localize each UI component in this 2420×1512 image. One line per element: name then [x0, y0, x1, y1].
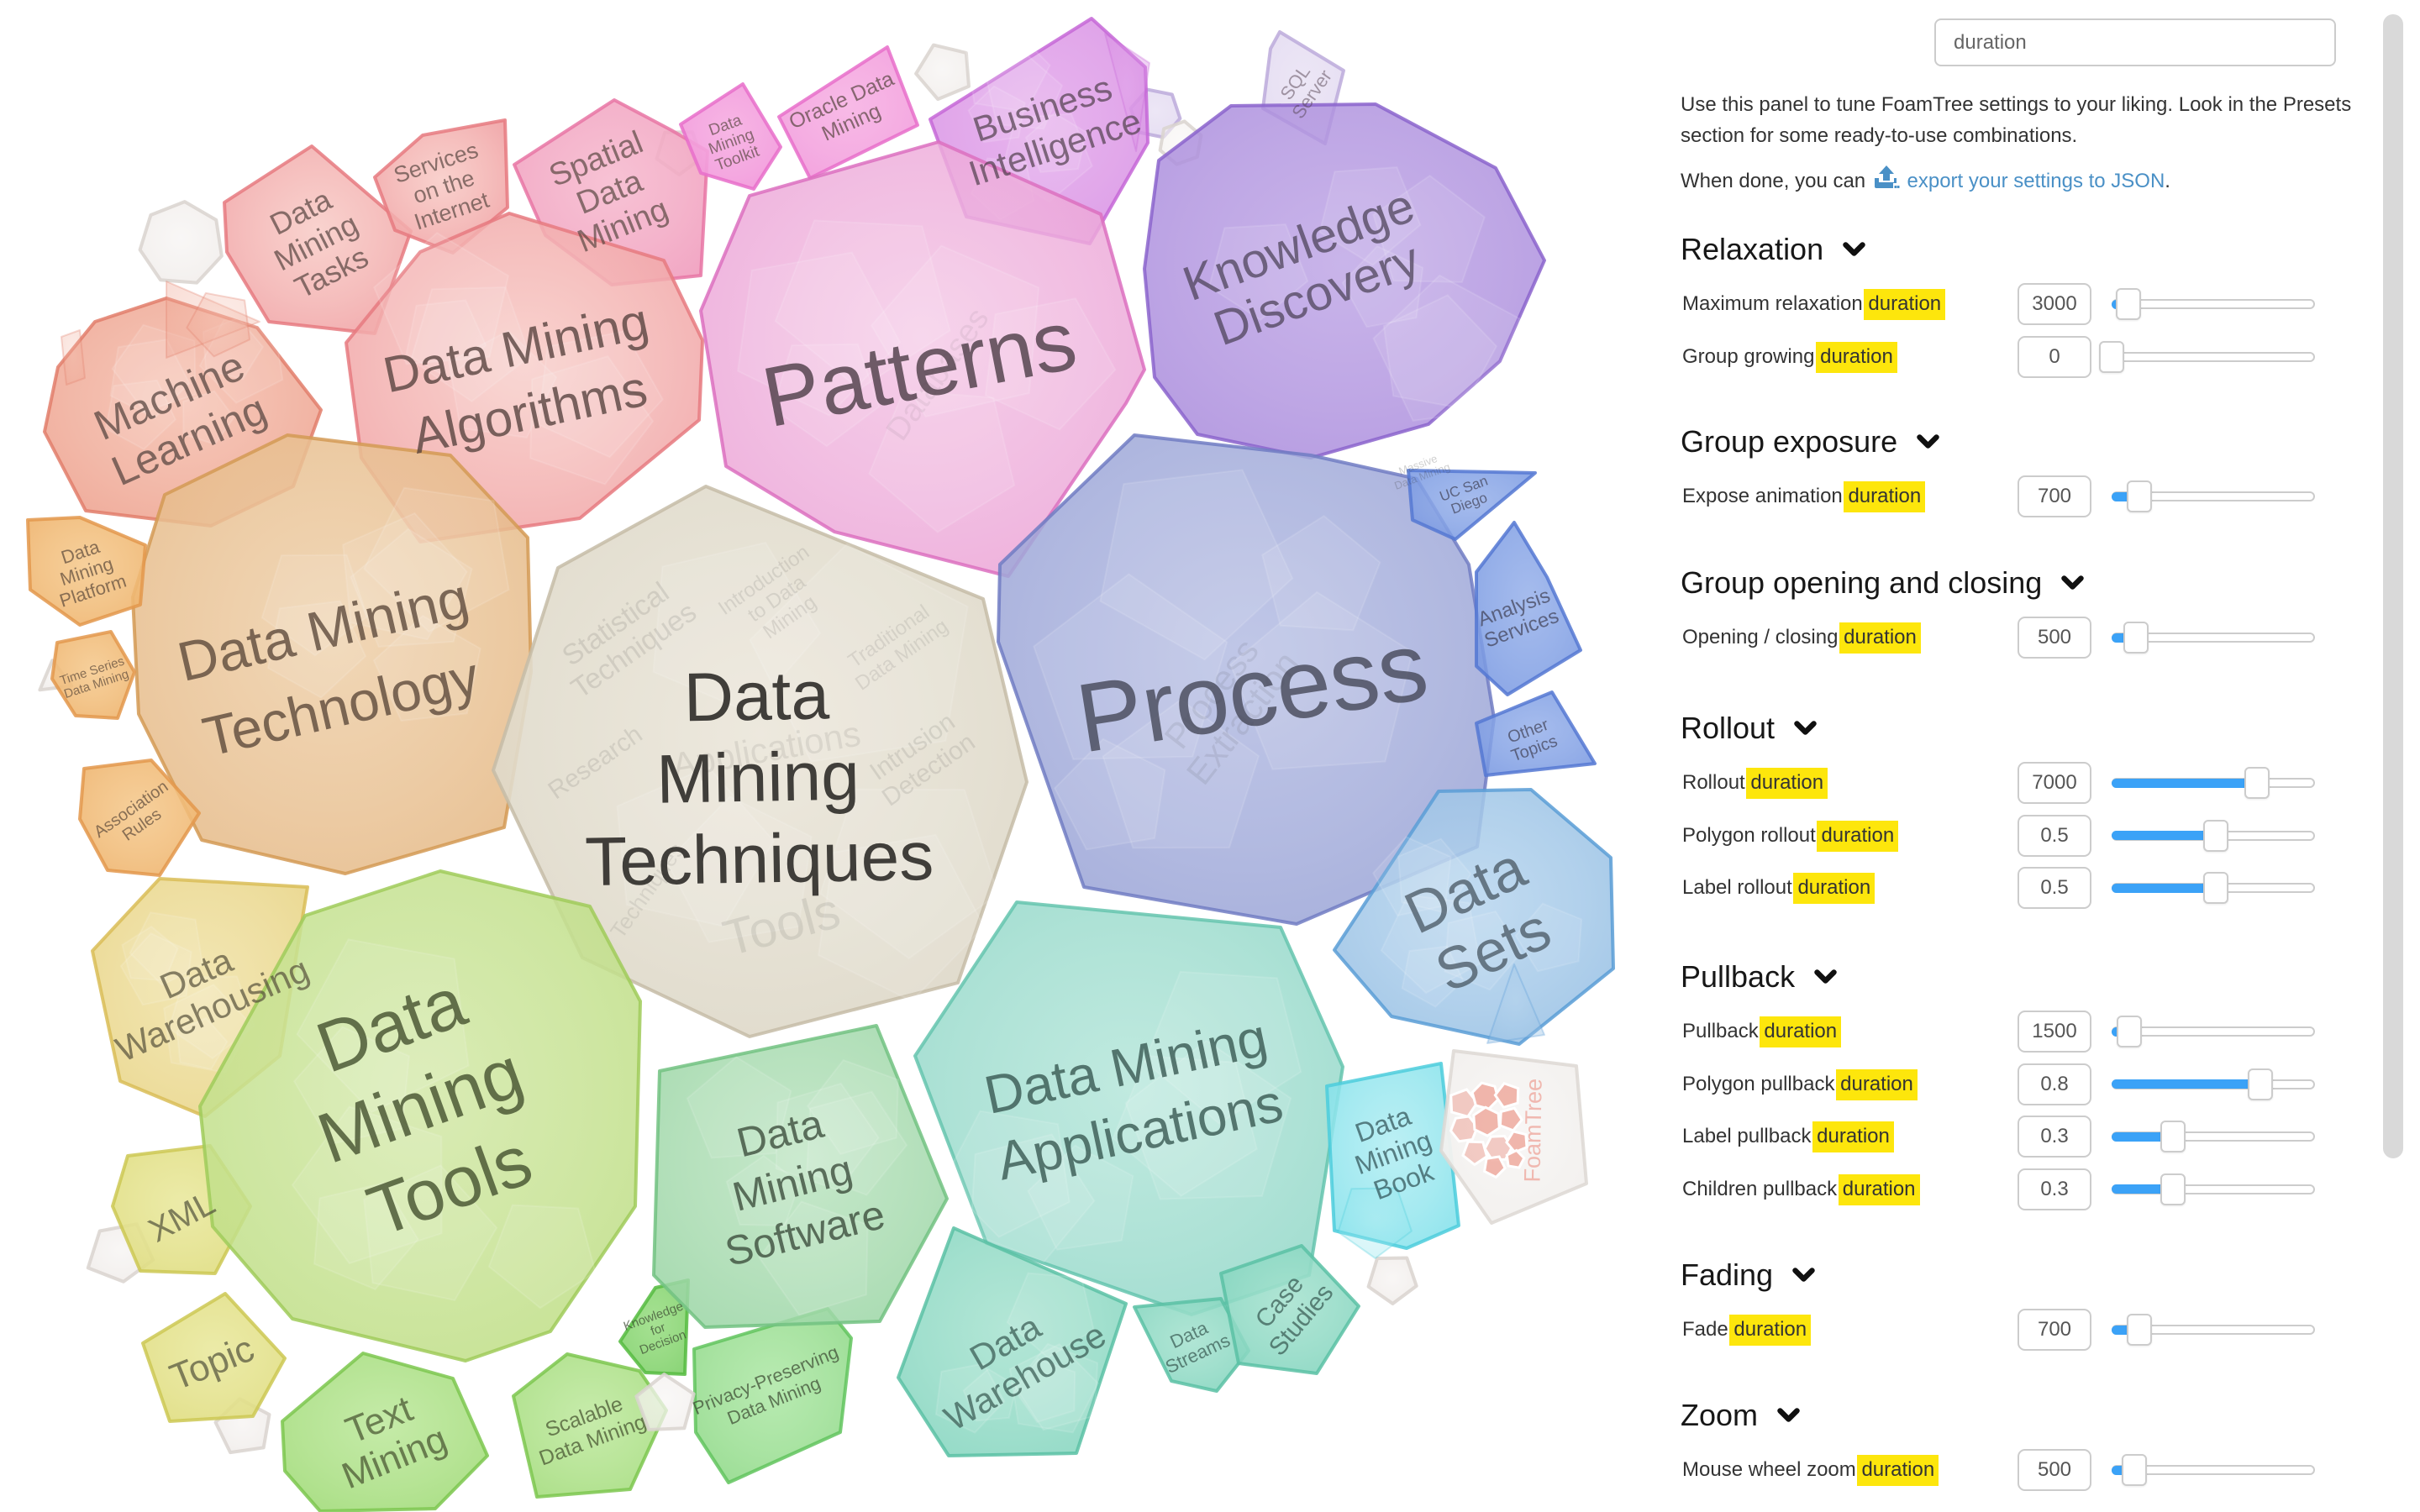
svg-text:Data: Data [683, 657, 830, 736]
svg-text:for: for [649, 1320, 667, 1339]
svg-text:Mining: Mining [655, 738, 860, 818]
svg-text:FoamTree: FoamTree [1519, 1079, 1546, 1183]
svg-text:Techniques: Techniques [585, 818, 934, 900]
